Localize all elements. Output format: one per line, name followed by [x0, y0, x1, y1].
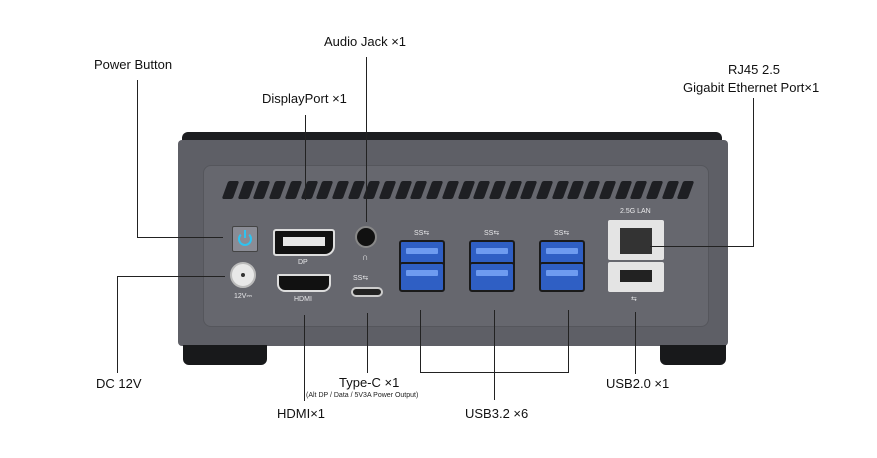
usb2-port	[608, 262, 664, 292]
vent-slot	[551, 181, 569, 199]
vent-slot	[677, 181, 695, 199]
vent-slot	[425, 181, 444, 199]
usb3-port	[539, 262, 585, 292]
label-typec: Type-C ×1	[339, 375, 400, 390]
vent-slot	[268, 181, 287, 199]
vent-slot	[614, 181, 632, 199]
vent-row	[221, 181, 695, 201]
displayport	[273, 229, 335, 256]
vent-slot	[284, 181, 303, 199]
label-dc: DC 12V	[96, 376, 142, 391]
rj45-port	[608, 220, 664, 260]
usb3-port	[399, 262, 445, 292]
vent-slot	[221, 181, 240, 199]
vent-slot	[567, 181, 585, 199]
label-audio: Audio Jack ×1	[324, 34, 407, 49]
usb3-port	[469, 262, 515, 292]
vent-slot	[237, 181, 255, 199]
vent-slot	[645, 181, 664, 199]
power-button[interactable]	[232, 226, 258, 252]
typec-mark: SS⇆	[353, 275, 369, 282]
vent-slot	[394, 181, 412, 199]
foot-left	[183, 345, 267, 365]
audio-jack	[355, 226, 377, 248]
vent-slot	[441, 181, 460, 199]
vent-slot	[582, 181, 601, 199]
label-typec-note: (Alt DP / Data / 5V3A Power Output)	[306, 392, 419, 399]
typec-port	[351, 287, 383, 297]
vent-slot	[457, 181, 475, 199]
headphone-icon: ∩	[362, 252, 369, 262]
label-rj45-2: Gigabit Ethernet Port×1	[683, 80, 820, 95]
label-displayport: DisplayPort ×1	[262, 91, 347, 106]
power-icon	[238, 232, 252, 246]
device-lid	[182, 132, 722, 142]
ss-mark: SS⇆	[554, 230, 570, 237]
lan-mark: 2.5G LAN	[620, 208, 651, 215]
hdmi-port	[277, 274, 331, 292]
vent-slot	[253, 181, 271, 199]
ss-mark: SS⇆	[414, 230, 430, 237]
ss-mark: SS⇆	[484, 230, 500, 237]
label-hdmi: HDMI×1	[277, 406, 326, 421]
foot-right	[660, 345, 726, 365]
vent-slot	[331, 181, 350, 199]
vent-slot	[347, 181, 365, 199]
vent-slot	[410, 181, 428, 199]
usb2-mark: ⇆	[631, 296, 637, 303]
dp-mark: DP	[298, 259, 308, 266]
vent-slot	[378, 181, 397, 199]
hdmi-mark: HDMI	[294, 296, 312, 303]
dc-mark: 12V⎓	[234, 293, 253, 300]
dc-jack	[230, 262, 256, 288]
label-usb32: USB3.2 ×6	[465, 406, 529, 421]
label-rj45-1: RJ45 2.5	[728, 62, 781, 77]
vent-slot	[661, 181, 679, 199]
label-power-button: Power Button	[94, 57, 173, 72]
vent-slot	[300, 181, 318, 199]
vent-slot	[598, 181, 617, 199]
label-usb20: USB2.0 ×1	[606, 376, 670, 391]
vent-slot	[488, 181, 507, 199]
vent-slot	[520, 181, 538, 199]
vent-slot	[535, 181, 554, 199]
vent-slot	[315, 181, 334, 199]
vent-slot	[629, 181, 648, 199]
vent-slot	[472, 181, 491, 199]
vent-slot	[504, 181, 522, 199]
